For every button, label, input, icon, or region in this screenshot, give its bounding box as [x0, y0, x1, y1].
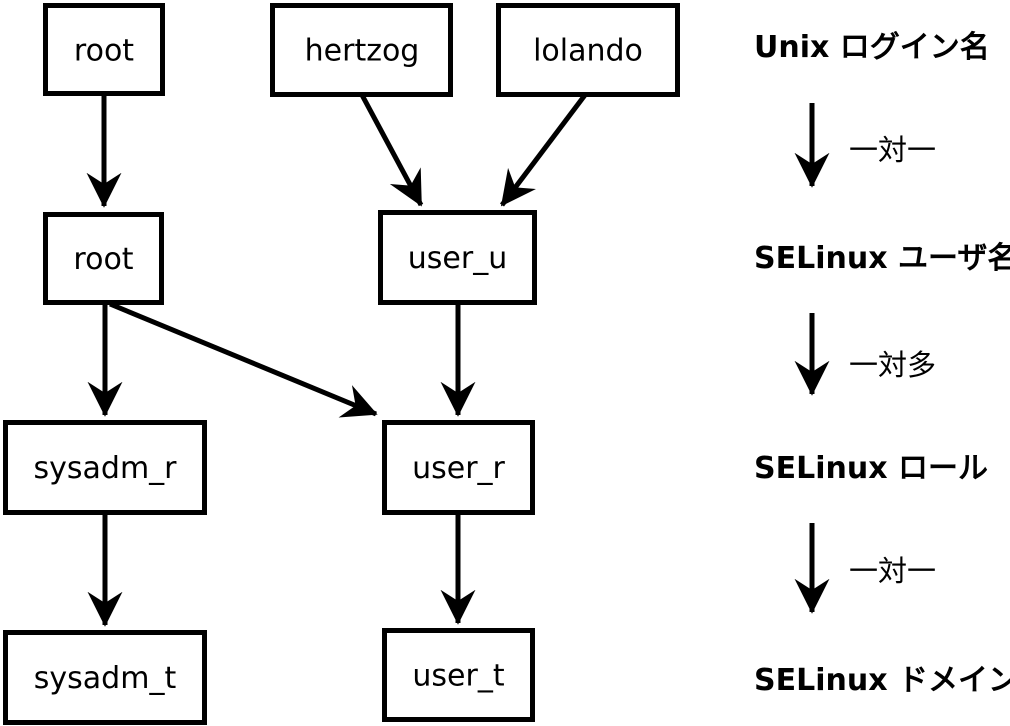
node-hertzog: hertzog	[270, 3, 453, 97]
node-user-u-box	[378, 210, 537, 305]
node-selinux-root: root	[43, 212, 164, 305]
arrow-selinux-root-to-user-r	[109, 301, 378, 418]
node-lolando: lolando	[496, 3, 680, 97]
legend-one-to-one-label-1: 一対一	[849, 133, 936, 167]
node-user-u-label: user_u	[408, 241, 507, 276]
node-user-t: user_t	[382, 628, 535, 722]
legend-one-to-one-label-2: 一対一	[849, 554, 936, 588]
arrow-hertzog-to-user-u	[359, 93, 424, 207]
node-user-r: user_r	[382, 420, 535, 515]
node-lolando-box	[496, 3, 680, 97]
node-sysadm-t-label: sysadm_t	[34, 661, 177, 696]
node-lolando-label: lolando	[533, 34, 643, 69]
legend-selinux-domain-label: SELinux ドメイン	[754, 663, 1010, 698]
legend-selinux-user-label: SELinux ユーザ名	[754, 241, 1010, 276]
node-user-t-box	[382, 628, 535, 722]
node-unix-root-box	[43, 3, 165, 96]
legend-unix-login-label: Unix ログイン名	[754, 30, 990, 65]
node-sysadm-r-box	[3, 420, 207, 515]
node-selinux-root-label: root	[73, 242, 133, 277]
node-user-r-box	[382, 420, 535, 515]
node-unix-root-label: root	[74, 34, 134, 69]
node-sysadm-r: sysadm_r	[3, 420, 207, 515]
legend-selinux-role-label: SELinux ロール	[754, 451, 988, 486]
node-hertzog-label: hertzog	[305, 34, 420, 69]
legend-one-to-many-label: 一対多	[849, 348, 936, 382]
node-unix-root: root	[43, 3, 165, 96]
node-user-t-label: user_t	[412, 659, 504, 694]
node-user-r-label: user_r	[412, 451, 505, 486]
node-sysadm-r-label: sysadm_r	[34, 451, 178, 486]
node-sysadm-t-box	[3, 630, 207, 725]
node-sysadm-t: sysadm_t	[3, 630, 207, 725]
node-user-u: user_u	[378, 210, 537, 305]
node-selinux-root-box	[43, 212, 164, 305]
arrow-lolando-to-user-u	[500, 93, 587, 207]
node-hertzog-box	[270, 3, 453, 97]
